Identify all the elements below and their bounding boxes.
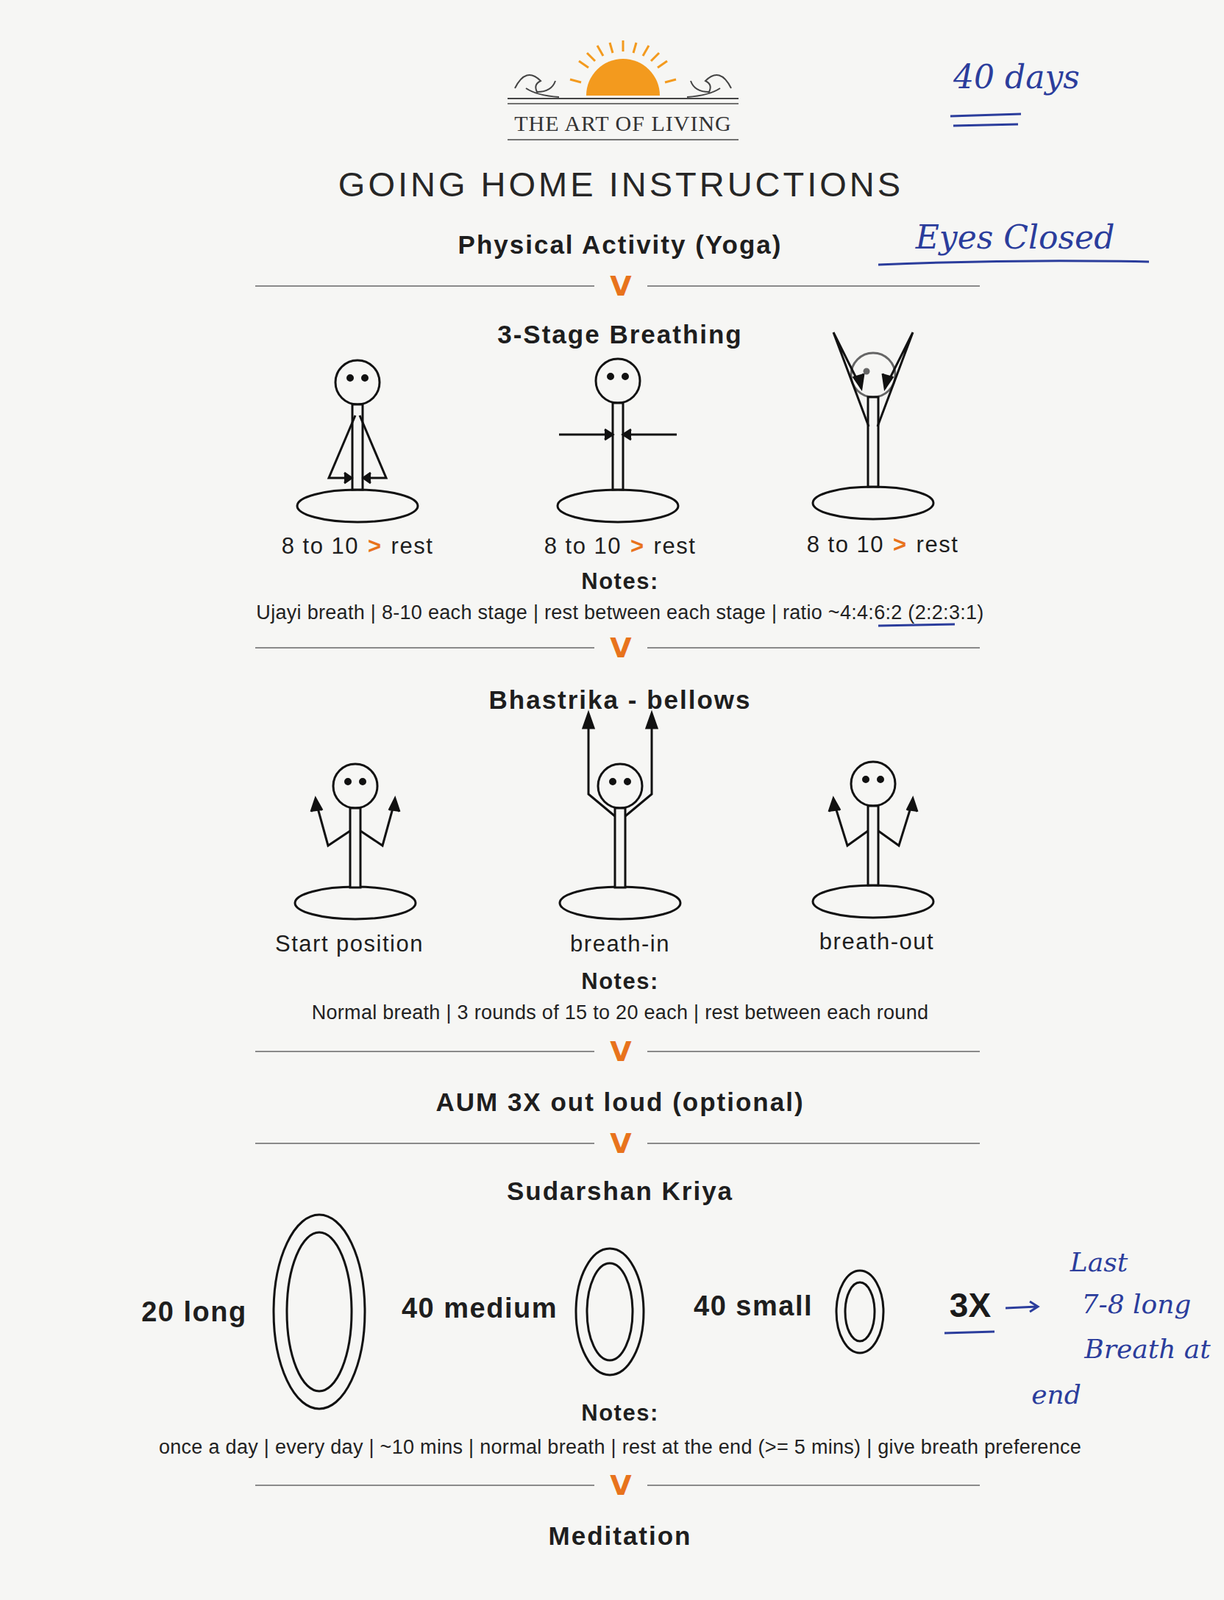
arrow-glyph: > [892,531,908,559]
notes-heading: Notes: [581,1400,659,1428]
handwritten-note: end [1031,1379,1082,1411]
notes-heading: Notes: [581,568,659,596]
notes-text: once a day | every day | ~10 mins | norm… [158,1436,1082,1460]
section-heading: Physical Activity (Yoga) [458,230,783,260]
section-heading: 3-Stage Breathing [497,319,743,350]
logo-mark [507,40,739,140]
pen-marks [878,114,1149,1334]
section-heading: Meditation [548,1521,693,1552]
page-title: GOING HOME INSTRUCTIONS [338,164,904,205]
section-heading: Bhastrika - bellows [489,685,752,715]
handwritten-note: Last [1070,1247,1128,1278]
flow-chevron: V [609,269,632,303]
section-heading: AUM 3X out loud (optional) [435,1087,804,1118]
step-text: 8 to 10 [544,533,622,560]
arrow-glyph: > [367,533,383,560]
handwritten-note: 7-8 long [1082,1289,1192,1320]
section-heading: Sudarshan Kriya [506,1176,734,1207]
arrow-glyph: > [630,533,646,560]
notes-text: Ujayi breath | 8-10 each stage | rest be… [255,601,984,625]
notes-text: Normal breath | 3 rounds of 15 to 20 eac… [311,1001,930,1025]
figure-caption: breath-out [819,929,935,956]
flow-chevron: V [609,1035,632,1069]
notes-heading: Notes: [581,968,659,996]
breath-ovals [273,1215,884,1410]
figure-caption: breath-in [570,931,671,958]
bhastrika-figures [294,713,934,920]
flow-chevron: V [609,1469,632,1503]
step-text: rest [916,531,960,559]
logo-text: THE ART OF LIVING [514,111,732,137]
figure-caption: Start position [275,931,424,958]
flow-chevron: V [609,631,632,665]
repeat-count: 3X [949,1285,991,1326]
flow-chevron: V [609,1127,632,1161]
handwritten-note: Breath at [1084,1334,1211,1365]
breath-count: 20 long [141,1296,248,1329]
step-text: rest [391,533,434,560]
handwritten-note: Eyes Closed [915,218,1116,256]
separator-rules [255,286,980,1486]
stick-figures [297,332,934,523]
step-count: 8 to 10 > rest [281,533,434,560]
step-count: 8 to 10> rest [806,531,960,559]
handwritten-note: 40 days [953,58,1080,96]
breath-count: 40 medium [401,1293,558,1325]
step-text: 8 to 10 [281,533,359,560]
step-text: 8 to 10 [806,531,885,559]
breath-count: 40 small [693,1290,813,1323]
step-text: rest [653,533,697,560]
step-count: 8 to 10 > rest [544,533,697,560]
